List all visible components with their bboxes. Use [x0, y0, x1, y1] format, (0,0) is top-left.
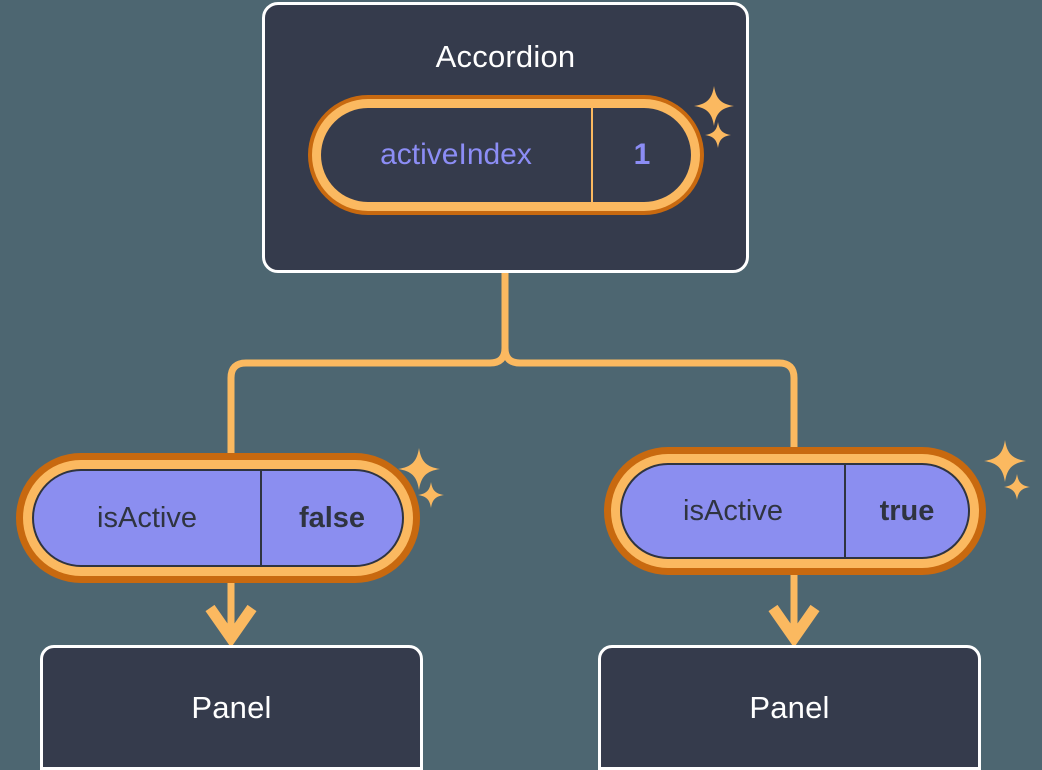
sparkle-icon-right-large	[984, 440, 1026, 482]
component-title-panel-right: Panel	[749, 690, 830, 725]
arrow-down-icon-right	[768, 604, 820, 648]
component-card-panel-left[interactable]: Panel	[40, 645, 423, 770]
component-title-panel-left: Panel	[191, 690, 272, 725]
wire-trunk-left	[227, 268, 509, 459]
sparkle-icon-right-small	[1004, 474, 1030, 500]
state-key-label: isActive	[97, 501, 197, 534]
state-key-label: activeIndex	[321, 108, 593, 202]
state-pill-activeindex[interactable]: activeIndex 1	[308, 95, 704, 215]
pill-body: activeIndex 1	[321, 108, 691, 202]
component-card-panel-right[interactable]: Panel	[598, 645, 981, 770]
state-value-label: true	[844, 465, 968, 557]
state-value-label: false	[260, 471, 402, 565]
component-title-accordion: Accordion	[435, 39, 576, 74]
state-key-label: isActive	[683, 494, 783, 527]
pill-body: isActive false	[32, 469, 404, 567]
pill-body: isActive true	[620, 463, 970, 559]
sparkle-icon-left-small	[418, 482, 444, 508]
state-pill-isactive-false[interactable]: isActive false	[16, 453, 420, 583]
state-value-label: 1	[633, 138, 651, 171]
arrow-down-icon-left	[205, 604, 257, 648]
wire-trunk-right	[501, 268, 798, 452]
state-pill-isactive-true[interactable]: isActive true	[604, 447, 986, 575]
